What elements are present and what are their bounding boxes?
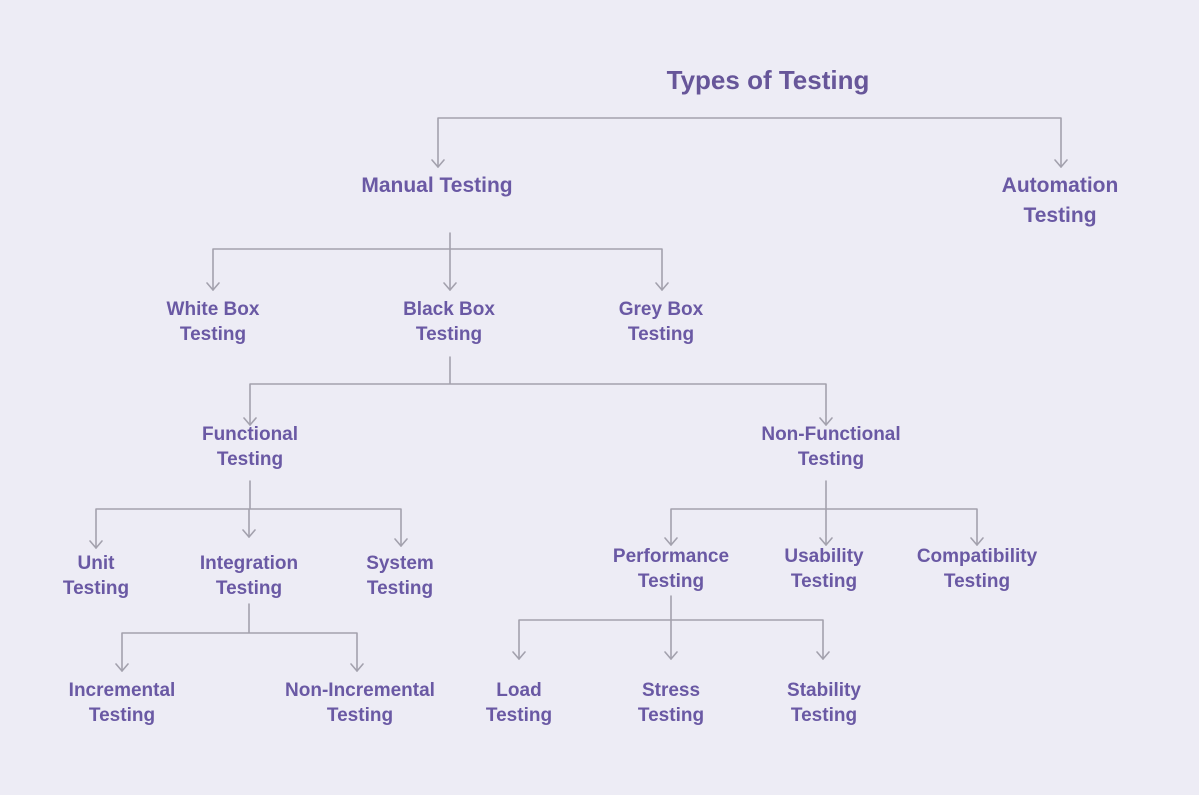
node-non-functional-testing: Non-Functional Testing (761, 424, 901, 470)
arrow-down-icon (394, 538, 408, 547)
connector-manual-to-boxes (206, 232, 669, 291)
connector-root-to-level1 (431, 117, 1068, 168)
arrow-down-icon (819, 417, 833, 426)
arrow-down-icon (443, 282, 457, 291)
node-white-box-testing: White Box Testing (166, 299, 260, 345)
node-automation-testing: Automation Testing (1001, 174, 1119, 227)
node-manual-testing: Manual Testing (361, 174, 513, 197)
connector-integration-to-children (115, 603, 364, 672)
node-stability-testing: Stability Testing (787, 680, 861, 726)
arrow-down-icon (242, 529, 256, 538)
connector-functional-to-children (89, 480, 408, 549)
node-performance-testing: Performance Testing (612, 546, 730, 592)
connector-performance-to-children (512, 595, 830, 660)
arrow-down-icon (89, 540, 103, 549)
node-system-testing: System Testing (366, 553, 434, 599)
node-black-box-testing: Black Box Testing (403, 299, 495, 345)
arrow-down-icon (819, 537, 833, 546)
arrow-down-icon (655, 282, 669, 291)
arrow-down-icon (115, 663, 129, 672)
diagram-title: Types of Testing (666, 65, 870, 95)
node-grey-box-testing: Grey Box Testing (618, 299, 704, 345)
node-unit-testing: Unit Testing (62, 553, 130, 599)
node-compatibility-testing: Compatibility Testing (916, 546, 1038, 592)
arrow-down-icon (664, 537, 678, 546)
node-functional-testing: Functional Testing (201, 424, 299, 470)
node-non-incremental-testing: Non-Incremental Testing (285, 680, 435, 726)
arrow-down-icon (206, 282, 220, 291)
arrow-down-icon (664, 651, 678, 660)
arrow-down-icon (431, 159, 445, 168)
node-integration-testing: Integration Testing (199, 553, 299, 599)
arrow-down-icon (243, 417, 257, 426)
connector-blackbox-to-functional (243, 356, 833, 426)
node-stress-testing: Stress Testing (637, 680, 705, 726)
arrow-down-icon (1054, 159, 1068, 168)
arrow-down-icon (512, 651, 526, 660)
node-load-testing: Load Testing (485, 680, 553, 726)
connector-nonfunctional-to-children (664, 480, 984, 546)
node-usability-testing: Usability Testing (784, 546, 864, 592)
arrow-down-icon (350, 663, 364, 672)
node-incremental-testing: Incremental Testing (68, 680, 176, 726)
arrow-down-icon (970, 537, 984, 546)
arrow-down-icon (816, 651, 830, 660)
